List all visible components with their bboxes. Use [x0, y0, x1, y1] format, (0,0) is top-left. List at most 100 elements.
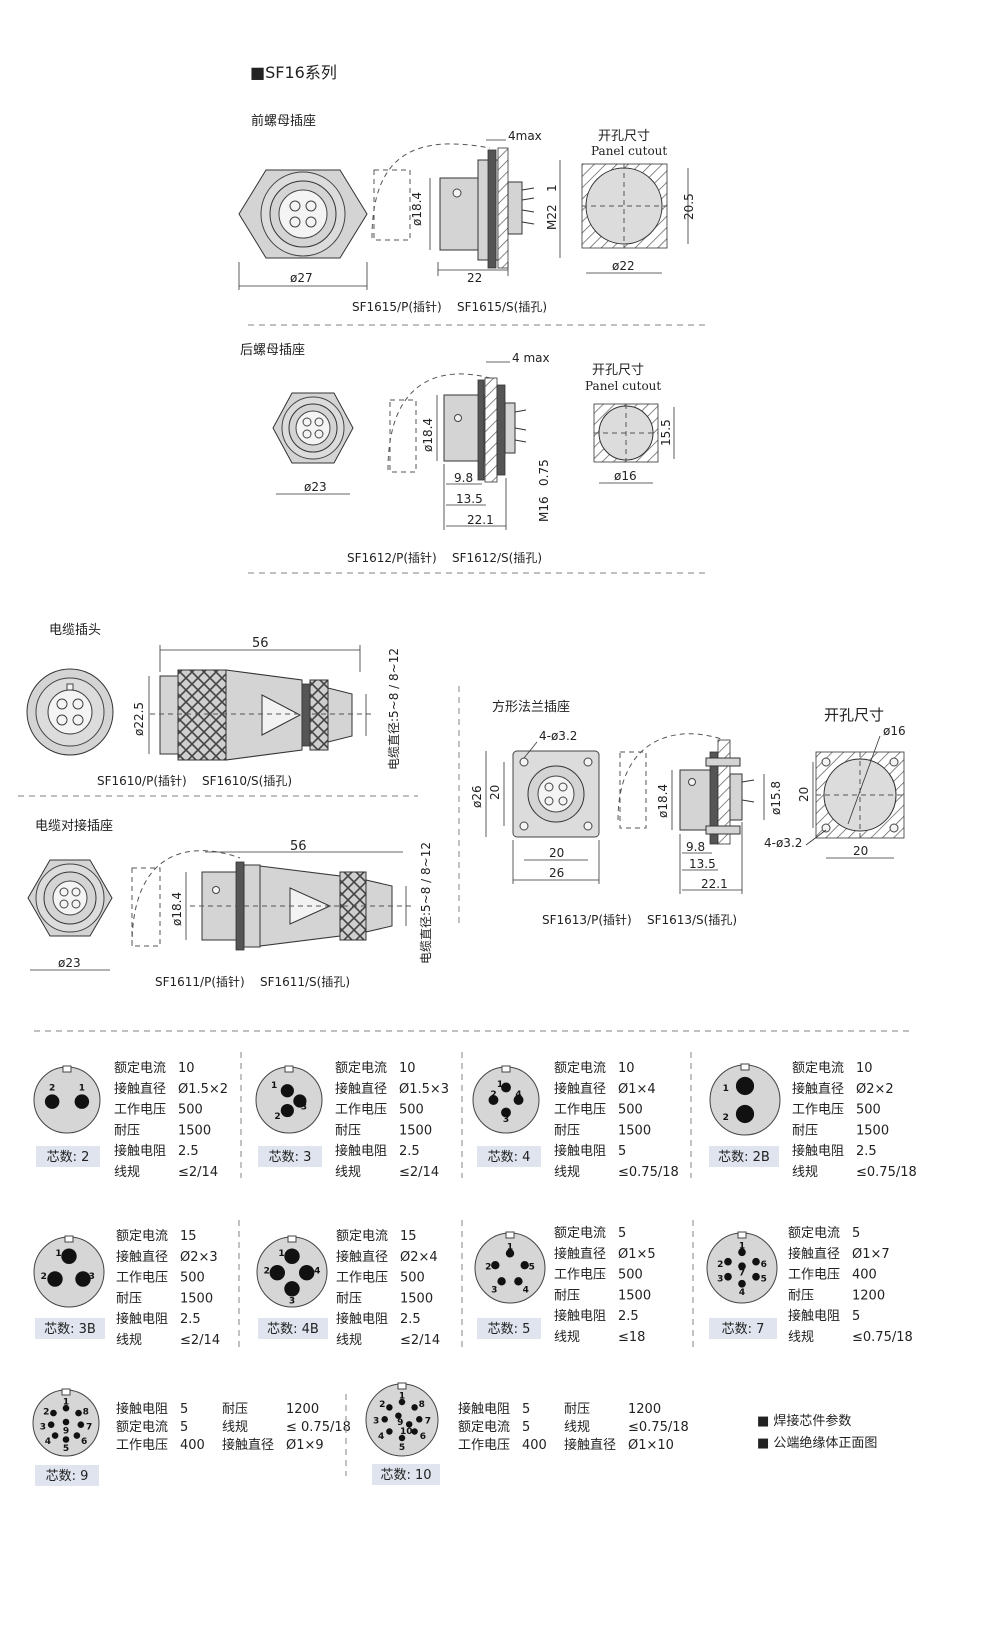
pin-number: 3 [40, 1422, 46, 1432]
core-count-label: 芯数: 3B [44, 1322, 96, 1337]
spec-value: 5 [618, 1226, 626, 1241]
spec-label: 额定电流 [458, 1420, 510, 1435]
contact-pin [395, 1412, 402, 1419]
square-flange-dim-w26: 26 [549, 866, 564, 880]
spec-label: 额定电流 [792, 1061, 844, 1076]
contact-pin [61, 1248, 77, 1264]
pin-number: 1 [63, 1398, 69, 1408]
keyway [737, 1231, 747, 1239]
core-count-label: 芯数: 4 [488, 1150, 531, 1165]
core-count-label: 芯数: 10 [380, 1468, 431, 1483]
cable-butt-heading: 电缆对接插座 [35, 818, 113, 834]
spec-label: 线规 [554, 1165, 580, 1180]
cable-butt-dim-cable: 电缆直径:5~8 / 8~12 [419, 842, 433, 964]
spec-value: Ø1×5 [618, 1247, 656, 1262]
contact-pin [284, 1248, 300, 1264]
spec-label: 耐压 [335, 1123, 361, 1138]
contact-pin [74, 1094, 90, 1109]
pin-number: 3 [89, 1272, 95, 1282]
pin-number: 3 [491, 1286, 497, 1296]
core-count-badge [258, 1146, 322, 1167]
spec-value: 1500 [856, 1123, 889, 1138]
contact-pin [73, 1432, 81, 1439]
spec-label: 线规 [554, 1330, 580, 1345]
spec-value: 5 [180, 1420, 188, 1435]
pin-number: 1 [278, 1249, 284, 1259]
contact-pin [411, 1404, 418, 1411]
spec-value: 2.5 [399, 1144, 420, 1159]
spec-label: 额定电流 [116, 1229, 168, 1244]
pin-number: 7 [739, 1269, 745, 1279]
square-flange-dim-d26: ø26 [470, 785, 484, 808]
front-nut-dim-b: ø18.4 [410, 192, 424, 226]
cable-plug-dim-dia: ø22.5 [132, 702, 146, 736]
front-nut-cutout-w: ø22 [612, 259, 635, 273]
pin-number: 9 [397, 1418, 403, 1428]
spec-value: ≤0.75/18 [856, 1165, 917, 1180]
contact-pin [77, 1421, 85, 1428]
core-count-label: 芯数: 2 [47, 1150, 90, 1165]
pin-number: 10 [400, 1427, 413, 1437]
core-count-badge [709, 1318, 777, 1339]
square-flange-heading: 方形法兰插座 [492, 699, 570, 715]
cable-plug-section: 电缆插头 56 ø22.5 电缆直径:5~8 / 8~12 SF [26, 622, 401, 788]
spec-value: 2.5 [618, 1309, 639, 1324]
front-nut-dim-d: M22 [545, 204, 559, 230]
square-flange-cutout-cn: 开孔尺寸 [824, 706, 884, 724]
core-count-badge [35, 1318, 105, 1339]
rear-nut-side-view: 4 max ø18.4 9.8 13.5 22.1 0.75 M16 [387, 351, 551, 530]
rear-nut-cutout-cn: 开孔尺寸 [592, 363, 644, 378]
spec-label: 额定电流 [788, 1226, 840, 1241]
pin-number: 4 [314, 1266, 320, 1276]
spec-label: 线规 [222, 1420, 248, 1435]
cable-plug-dim-cable: 电缆直径:5~8 / 8~12 [387, 648, 401, 770]
spec-label: 耐压 [788, 1288, 814, 1303]
contact-pin [299, 1265, 315, 1281]
square-flange-side-view: ø18.4 ø15.8 9.8 13.5 22.1 [617, 733, 783, 894]
pin-number: 7 [86, 1422, 92, 1432]
spec-label: 线规 [788, 1330, 814, 1345]
pin-number: 2 [379, 1400, 385, 1410]
spec-label: 接触电阻 [114, 1143, 166, 1159]
contact-pin [497, 1277, 506, 1286]
spec-value: Ø1.5×3 [399, 1082, 449, 1097]
contact-pin [280, 1084, 294, 1098]
contact-pin [501, 1107, 511, 1118]
cable-butt-side-view: 56 ø18.4 电缆直径:5~8 / 8~12 [131, 839, 433, 964]
core-count-badge [372, 1464, 440, 1485]
contact-pin [505, 1249, 515, 1258]
spec-label: 接触直径 [336, 1249, 388, 1265]
pin-number: 4 [45, 1437, 51, 1447]
cable-butt-dim-dia: ø18.4 [170, 892, 184, 926]
contact-pin [514, 1277, 523, 1286]
square-flange-cutout-h: 20 [797, 787, 811, 802]
contact-pin [293, 1094, 307, 1108]
cable-plug-face-view [26, 668, 114, 756]
core-count-label: 芯数: 7 [722, 1322, 765, 1337]
spec-label: 工作电压 [554, 1268, 606, 1283]
spec-label: 线规 [116, 1333, 142, 1348]
pin-number: 6 [81, 1437, 87, 1447]
contact-pin [724, 1257, 732, 1266]
pin-number: 6 [420, 1432, 426, 1442]
spec-label: 接触电阻 [335, 1143, 387, 1159]
pin-number: 1 [507, 1242, 513, 1252]
contact-pin [50, 1409, 57, 1417]
contact-pin [381, 1416, 388, 1423]
contact-pin [75, 1409, 82, 1417]
cable-plug-models: SF1610/P(插针) SF1610/S(插孔) [97, 773, 292, 788]
spec-value: 1200 [286, 1402, 319, 1417]
spec-label: 额定电流 [116, 1420, 168, 1435]
core-count-label: 芯数: 3 [269, 1150, 312, 1165]
keyway [64, 1235, 74, 1243]
spec-value: 15 [180, 1229, 197, 1244]
spec-label: 线规 [335, 1165, 361, 1180]
square-flange-dim-e: 13.5 [689, 857, 716, 871]
contact-pin [405, 1421, 413, 1428]
pin-number: 6 [761, 1260, 767, 1270]
spec-label: 线规 [792, 1165, 818, 1180]
